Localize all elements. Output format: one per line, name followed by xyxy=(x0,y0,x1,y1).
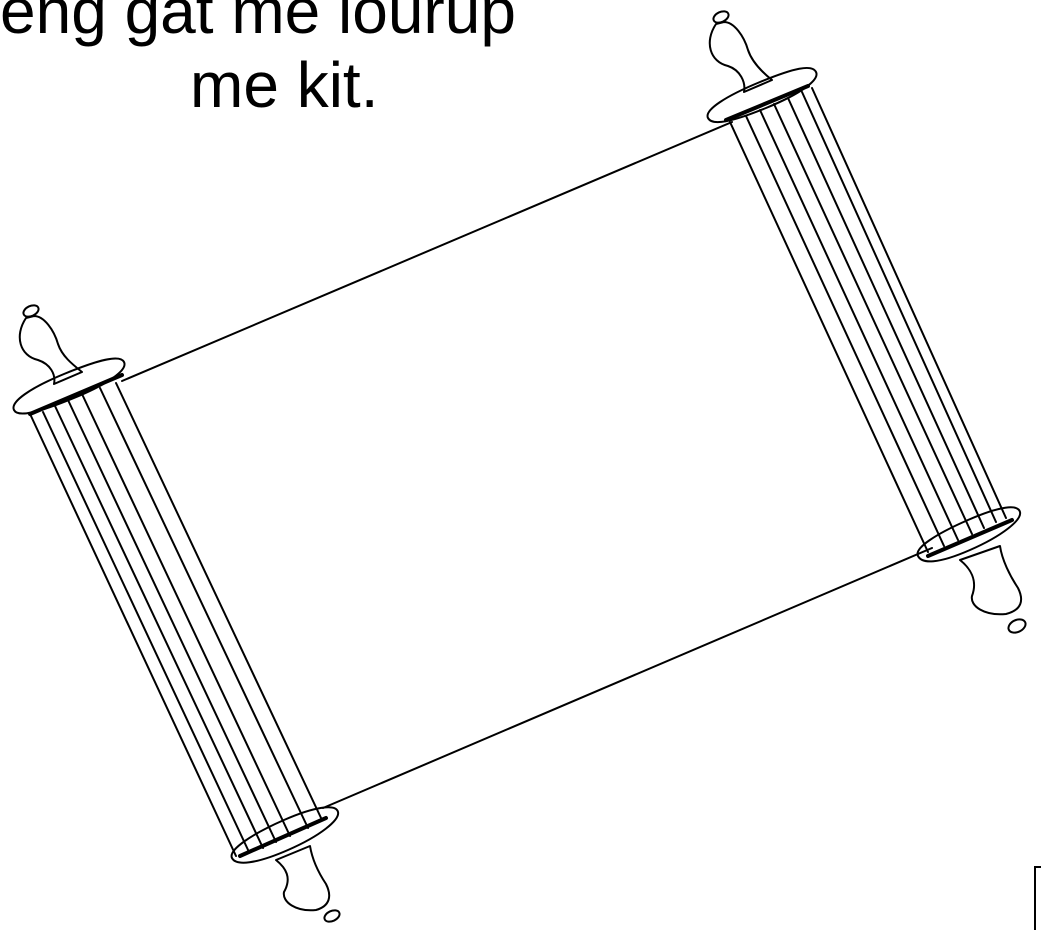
corner-frame-edge xyxy=(1034,866,1041,930)
right-roller xyxy=(706,10,1027,634)
right-bottom-disc xyxy=(916,506,1022,563)
left-roller xyxy=(12,304,341,923)
left-top-handle xyxy=(18,315,83,385)
scroll-parchment xyxy=(121,121,933,809)
left-bottom-disc xyxy=(230,806,340,864)
slide-text-line-2: me kit. xyxy=(190,49,379,121)
slide-text-line-1: eng gat me lourup xyxy=(0,0,516,47)
right-bottom-knob xyxy=(1007,618,1027,634)
slide-text: eng gat me lourup me kit. xyxy=(0,0,516,122)
left-bottom-handle xyxy=(275,845,331,912)
right-top-handle xyxy=(708,21,773,93)
left-bottom-knob xyxy=(323,909,341,923)
right-bottom-handle xyxy=(959,545,1023,616)
parchment-top-edge xyxy=(121,121,733,382)
right-top-disc xyxy=(706,66,818,124)
parchment-bottom-edge xyxy=(322,547,933,809)
